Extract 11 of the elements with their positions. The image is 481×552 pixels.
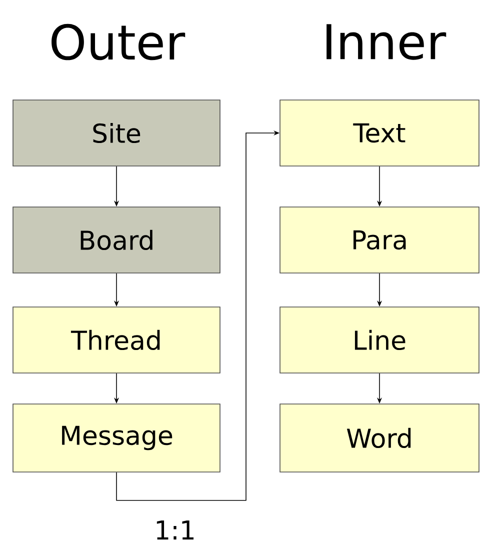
process-box: Line — [280, 306, 480, 374]
column-heading: Outer — [52, 24, 186, 60]
process-box: Message — [12, 404, 220, 472]
process-box: Para — [280, 206, 480, 274]
process-box: Site — [12, 100, 220, 166]
process-box: Thread — [12, 306, 220, 374]
process-box: Board — [12, 206, 220, 274]
process-box: Word — [280, 404, 480, 472]
column-heading: Inner — [326, 24, 446, 60]
process-box: Text — [280, 100, 480, 166]
edge-label: 1:1 — [153, 520, 197, 540]
